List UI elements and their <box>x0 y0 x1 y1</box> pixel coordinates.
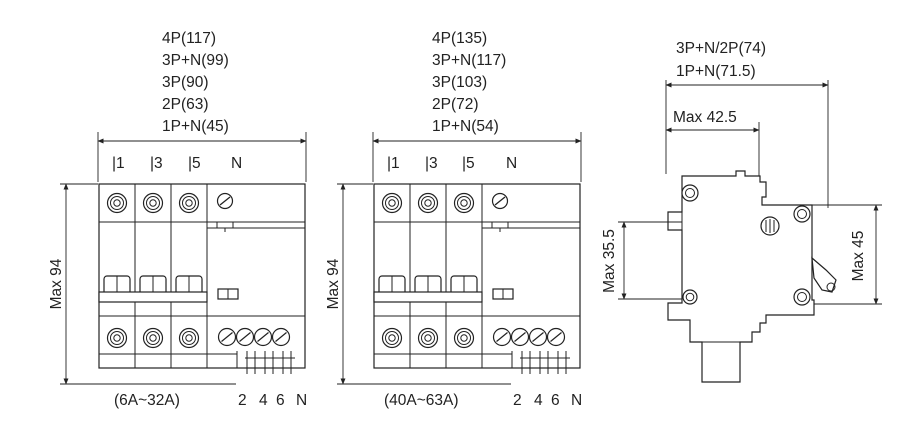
left-terminal-1: |1 <box>112 155 125 172</box>
left-terminal-3: |3 <box>150 155 163 172</box>
mid-out-2: 2 <box>513 392 522 409</box>
mid-terminal-n: N <box>506 155 517 172</box>
side-view-diagram: 3P+N/2P(74) 1P+N(71.5) Max 42.5 <box>601 40 882 383</box>
side-height-label: Max 45 <box>850 231 867 282</box>
left-poles-4p: 4P(117) <box>162 30 216 47</box>
left-poles-2p: 2P(63) <box>162 96 209 113</box>
left-rating: (6A~32A) <box>114 392 180 409</box>
left-terminal-5: |5 <box>188 155 201 172</box>
left-breaker-diagram: 4P(117) 3P+N(99) 3P(90) 2P(63) 1P+N(45) … <box>48 30 307 409</box>
side-mount-label: Max 35.5 <box>601 229 618 293</box>
mid-terminal-5: |5 <box>462 155 475 172</box>
left-poles-3p: 3P(90) <box>162 74 209 91</box>
mid-terminal-1: |1 <box>387 155 400 172</box>
left-height-label: Max 94 <box>48 258 65 309</box>
left-out-n: N <box>296 392 307 409</box>
left-breaker-body <box>99 184 305 374</box>
mid-poles-3p: 3P(103) <box>432 74 487 91</box>
mid-height-label: Max 94 <box>325 258 342 309</box>
left-out-6: 6 <box>276 392 285 409</box>
mid-breaker-body <box>374 184 580 374</box>
left-poles-1pn: 1P+N(45) <box>162 118 229 135</box>
left-terminal-n: N <box>231 155 242 172</box>
mid-poles-3pn: 3P+N(117) <box>432 52 506 69</box>
side-width-3pn: 3P+N/2P(74) <box>676 40 766 57</box>
side-depth-label: Max 42.5 <box>673 109 737 126</box>
mid-out-n: N <box>571 392 582 409</box>
middle-breaker-diagram: 4P(135) 3P+N(117) 3P(103) 2P(72) 1P+N(54… <box>325 30 582 409</box>
mid-poles-4p: 4P(135) <box>432 30 487 47</box>
mid-out-4: 4 <box>534 392 543 409</box>
mid-poles-1pn: 1P+N(54) <box>432 118 499 135</box>
side-body-outline <box>667 170 815 383</box>
mid-terminal-3: |3 <box>425 155 438 172</box>
mid-poles-2p: 2P(72) <box>432 96 479 113</box>
mid-out-6: 6 <box>551 392 560 409</box>
side-width-1pn: 1P+N(71.5) <box>676 63 756 80</box>
left-out-4: 4 <box>259 392 268 409</box>
left-out-2: 2 <box>238 392 247 409</box>
left-poles-3pn: 3P+N(99) <box>162 52 229 69</box>
mid-rating: (40A~63A) <box>384 392 459 409</box>
